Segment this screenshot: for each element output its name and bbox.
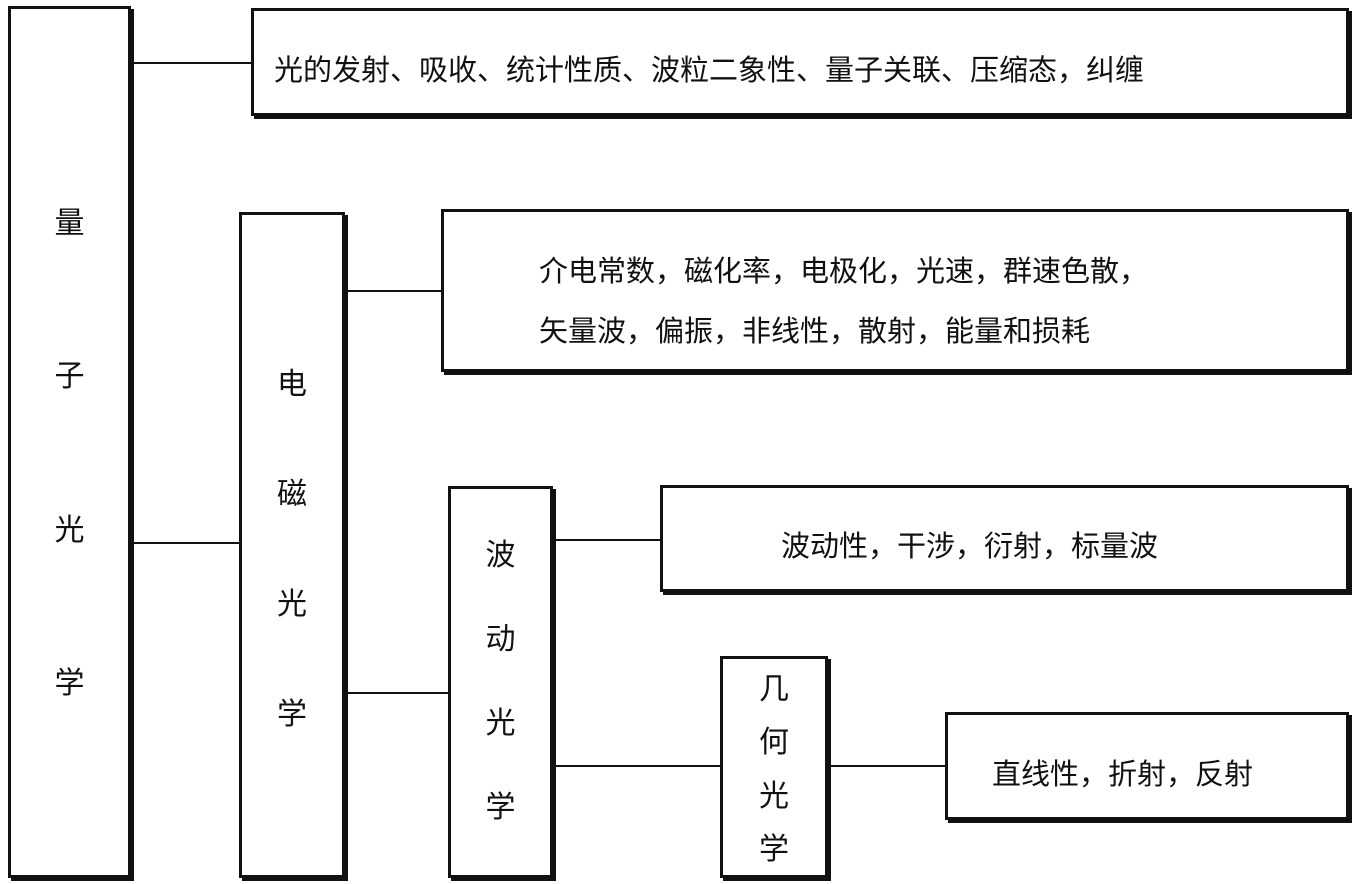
wave-optics-box: 波 动 光 学 bbox=[448, 486, 553, 878]
wave-desc-box: 波动性，干涉，衍射，标量波 bbox=[660, 485, 1349, 592]
quantum-optics-box: 量 子 光 学 bbox=[8, 6, 131, 878]
wave-optics-label: 波 动 光 学 bbox=[485, 538, 516, 825]
geometric-desc-box: 直线性，折射，反射 bbox=[945, 712, 1349, 820]
geometric-optics-label: 几 何 光 学 bbox=[759, 672, 789, 867]
wave-desc-text: 波动性，干涉，衍射，标量波 bbox=[781, 529, 1159, 563]
quantum-optics-label: 量 子 光 学 bbox=[54, 206, 85, 701]
geometric-desc-text: 直线性，折射，反射 bbox=[992, 757, 1254, 791]
geometric-optics-box: 几 何 光 学 bbox=[720, 656, 828, 878]
em-desc-line1: 介电常数，磁化率，电极化，光速，群速色散， bbox=[539, 254, 1149, 288]
em-desc-box: 介电常数，磁化率，电极化，光速，群速色散， 矢量波，偏振，非线性，散射，能量和损… bbox=[441, 209, 1349, 372]
connector-wave-geometric bbox=[553, 765, 720, 767]
connector-wave-desc bbox=[553, 539, 660, 541]
connector-em-wave bbox=[345, 692, 448, 694]
em-optics-box: 电 磁 光 学 bbox=[239, 212, 345, 878]
quantum-desc-box: 光的发射、吸收、统计性质、波粒二象性、量子关联、压缩态，纠缠 bbox=[251, 8, 1349, 116]
quantum-desc-text: 光的发射、吸收、统计性质、波粒二象性、量子关联、压缩态，纠缠 bbox=[274, 53, 1145, 87]
em-optics-label: 电 磁 光 学 bbox=[277, 367, 307, 732]
em-desc-line2: 矢量波，偏振，非线性，散射，能量和损耗 bbox=[539, 314, 1091, 348]
connector-quantum-desc bbox=[131, 62, 251, 64]
connector-em-desc bbox=[345, 290, 441, 292]
connector-geometric-desc bbox=[828, 765, 945, 767]
connector-quantum-em bbox=[131, 542, 239, 544]
